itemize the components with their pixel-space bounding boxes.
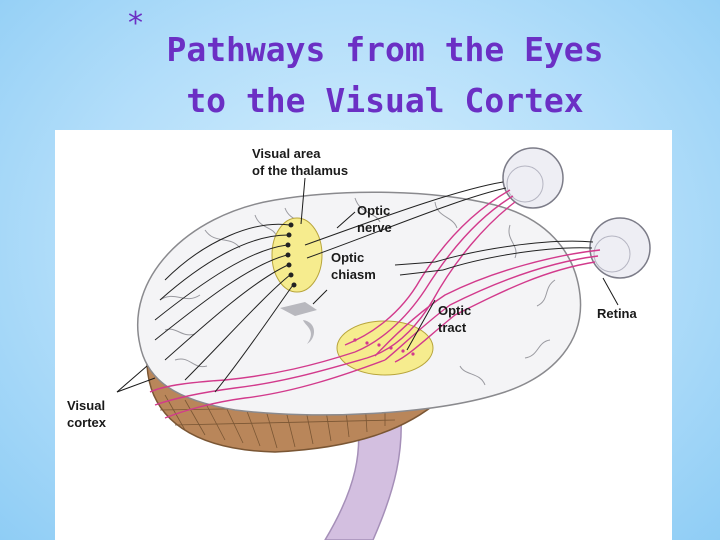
label-optic-nerve: Optic nerve — [357, 203, 392, 235]
label-optic-chiasm: Optic chiasm — [331, 250, 376, 282]
svg-text:Visual: Visual — [67, 398, 105, 413]
svg-text:cortex: cortex — [67, 415, 107, 430]
brain-section — [137, 191, 582, 416]
ventricle — [303, 320, 315, 344]
right-eye — [502, 147, 564, 209]
label-retina: Retina — [597, 306, 638, 321]
svg-text:nerve: nerve — [357, 220, 392, 235]
thalamocortical-fibers — [154, 181, 594, 393]
svg-text:Optic: Optic — [331, 250, 364, 265]
brain-gyri — [159, 197, 556, 386]
label-visual-cortex: Visual cortex — [67, 398, 107, 430]
thalamus-neurons — [285, 222, 297, 288]
visual-pathway-diagram: Visual area of the thalamus Optic nerve … — [55, 130, 672, 540]
colliculus-neurons — [353, 338, 415, 356]
thalamus-highlight — [271, 217, 323, 293]
optic-nerve-pathway — [149, 189, 601, 419]
svg-text:Optic: Optic — [438, 303, 471, 318]
visual-pathway-svg: Visual area of the thalamus Optic nerve … — [67, 146, 651, 540]
ventricle — [280, 302, 317, 316]
svg-text:tract: tract — [438, 320, 467, 335]
svg-text:Optic: Optic — [357, 203, 390, 218]
svg-text:Visual area: Visual area — [252, 146, 321, 161]
title-bullet: * — [128, 6, 143, 41]
svg-text:chiasm: chiasm — [331, 267, 376, 282]
svg-text:of the thalamus: of the thalamus — [252, 163, 348, 178]
brainstem — [324, 401, 403, 540]
svg-text:Retina: Retina — [597, 306, 638, 321]
label-optic-tract: Optic tract — [438, 303, 471, 335]
label-thalamus: Visual area of the thalamus — [252, 146, 348, 178]
left-eye — [589, 217, 651, 279]
leader-lines — [116, 177, 619, 393]
title-area: * Pathways from the Eyes to the Visual C… — [0, 0, 720, 140]
slide-title: Pathways from the Eyes to the Visual Cor… — [166, 30, 604, 120]
